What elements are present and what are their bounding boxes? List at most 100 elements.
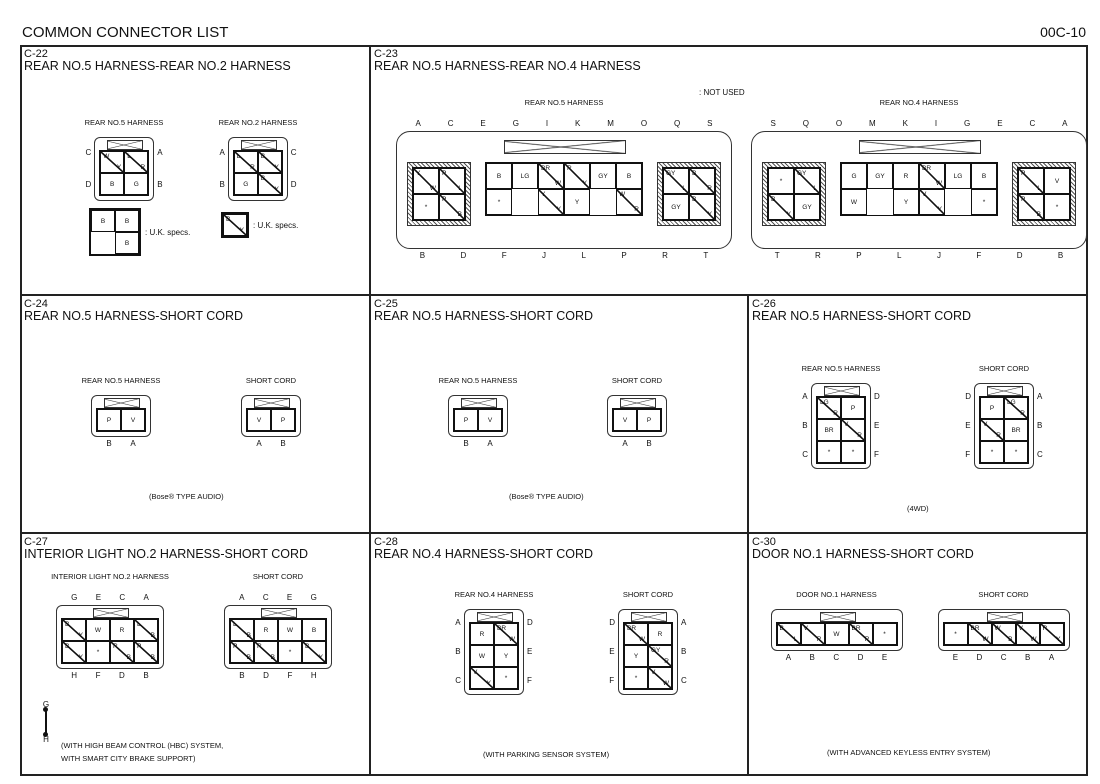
- terminal-cell: *: [768, 168, 794, 194]
- wire-color-stripe: B: [270, 654, 275, 661]
- wire-color-stripe: Y: [239, 227, 244, 234]
- wire-color: P: [280, 417, 286, 424]
- section-title: REAR NO.4 HARNESS-SHORT CORD: [374, 547, 594, 561]
- wire-color: W: [850, 199, 858, 206]
- pin-label: D: [290, 180, 297, 189]
- wire-color: B: [100, 218, 106, 225]
- terminal-cell: W: [86, 619, 110, 641]
- pin-label: H: [310, 671, 317, 680]
- pin-label: C: [802, 449, 808, 459]
- empty-cavity: [590, 189, 616, 215]
- terminal-cell: BR: [817, 419, 841, 441]
- pin-label: L: [897, 251, 902, 260]
- pin-label: A: [455, 618, 461, 628]
- empty-cavity: [91, 232, 115, 254]
- wire-color: *: [982, 199, 986, 206]
- wire-color-stripe: Y: [318, 654, 323, 661]
- uk-specs-note: : U.K. specs.: [145, 227, 191, 237]
- pin-label: J: [542, 251, 547, 260]
- pin-label: B: [646, 439, 652, 448]
- wire-color-primary: LG: [820, 399, 829, 406]
- connector-id: C-28: [374, 536, 398, 548]
- terminal-cell: *: [1044, 194, 1070, 220]
- pin-label: K: [902, 119, 908, 128]
- wire-color: B: [626, 173, 632, 180]
- pin-label: B: [1057, 251, 1064, 260]
- wire-color-stripe: Y: [786, 211, 791, 218]
- pin-label: E: [609, 646, 615, 656]
- pin-label: F: [501, 251, 507, 260]
- pin-label: B: [1037, 420, 1043, 430]
- pin-label: A: [157, 148, 163, 157]
- connector-label: SHORT CORD: [611, 376, 663, 385]
- condition-note: (Bose® TYPE AUDIO): [149, 492, 224, 501]
- pin-label: Q: [674, 119, 681, 128]
- wire-color-primary: L: [233, 621, 237, 628]
- terminal-cell: *: [872, 623, 897, 645]
- wire-color-primary: V: [922, 191, 927, 198]
- wire-color-primary: B: [779, 625, 784, 632]
- terminal-cell: B: [115, 210, 139, 232]
- terminal-cell: G: [233, 173, 258, 195]
- condition-note: (Bose® TYPE AUDIO): [509, 492, 584, 501]
- pin-label: A: [130, 439, 136, 448]
- wire-color-stripe: Y: [707, 211, 712, 218]
- pin-label: B: [143, 671, 149, 680]
- wire-color-stripe: R: [996, 432, 1001, 439]
- section-title: REAR NO.5 HARNESS-REAR NO.2 HARNESS: [24, 59, 291, 73]
- pin-label: K: [575, 119, 581, 128]
- wire-color-primary: BR: [497, 625, 507, 632]
- wire-color-stripe: W: [508, 636, 515, 643]
- wire-color-stripe: B: [246, 632, 251, 639]
- wire-color: LG: [953, 173, 963, 180]
- wire-color-primary: B: [771, 196, 776, 203]
- wire-color-primary: L: [127, 153, 131, 160]
- wire-color-primary: BR: [541, 165, 551, 172]
- section-c28: C-28 REAR NO.4 HARNESS-SHORT CORD REAR N…: [370, 533, 748, 776]
- wire-color: B: [496, 173, 502, 180]
- pin-label: S: [770, 119, 776, 128]
- wire-color-stripe: W: [429, 185, 436, 192]
- wire-color: R: [263, 627, 269, 634]
- section-c26: C-26 REAR NO.5 HARNESS-SHORT CORD REAR N…: [748, 295, 1088, 533]
- connector-label: SHORT CORD: [245, 376, 297, 385]
- wire-color-primary: GY: [666, 170, 676, 177]
- wire-color-primary: B: [692, 170, 697, 177]
- wire-color: *: [990, 449, 994, 456]
- connector-id: C-27: [24, 536, 48, 548]
- terminal-cell: P: [637, 409, 661, 431]
- wire-color: BR: [1011, 427, 1021, 434]
- wire-color-primary: GY: [651, 647, 661, 654]
- terminal-cell: GY: [794, 194, 820, 220]
- pin-label: B: [280, 439, 286, 448]
- wire-color-primary: BR: [970, 625, 980, 632]
